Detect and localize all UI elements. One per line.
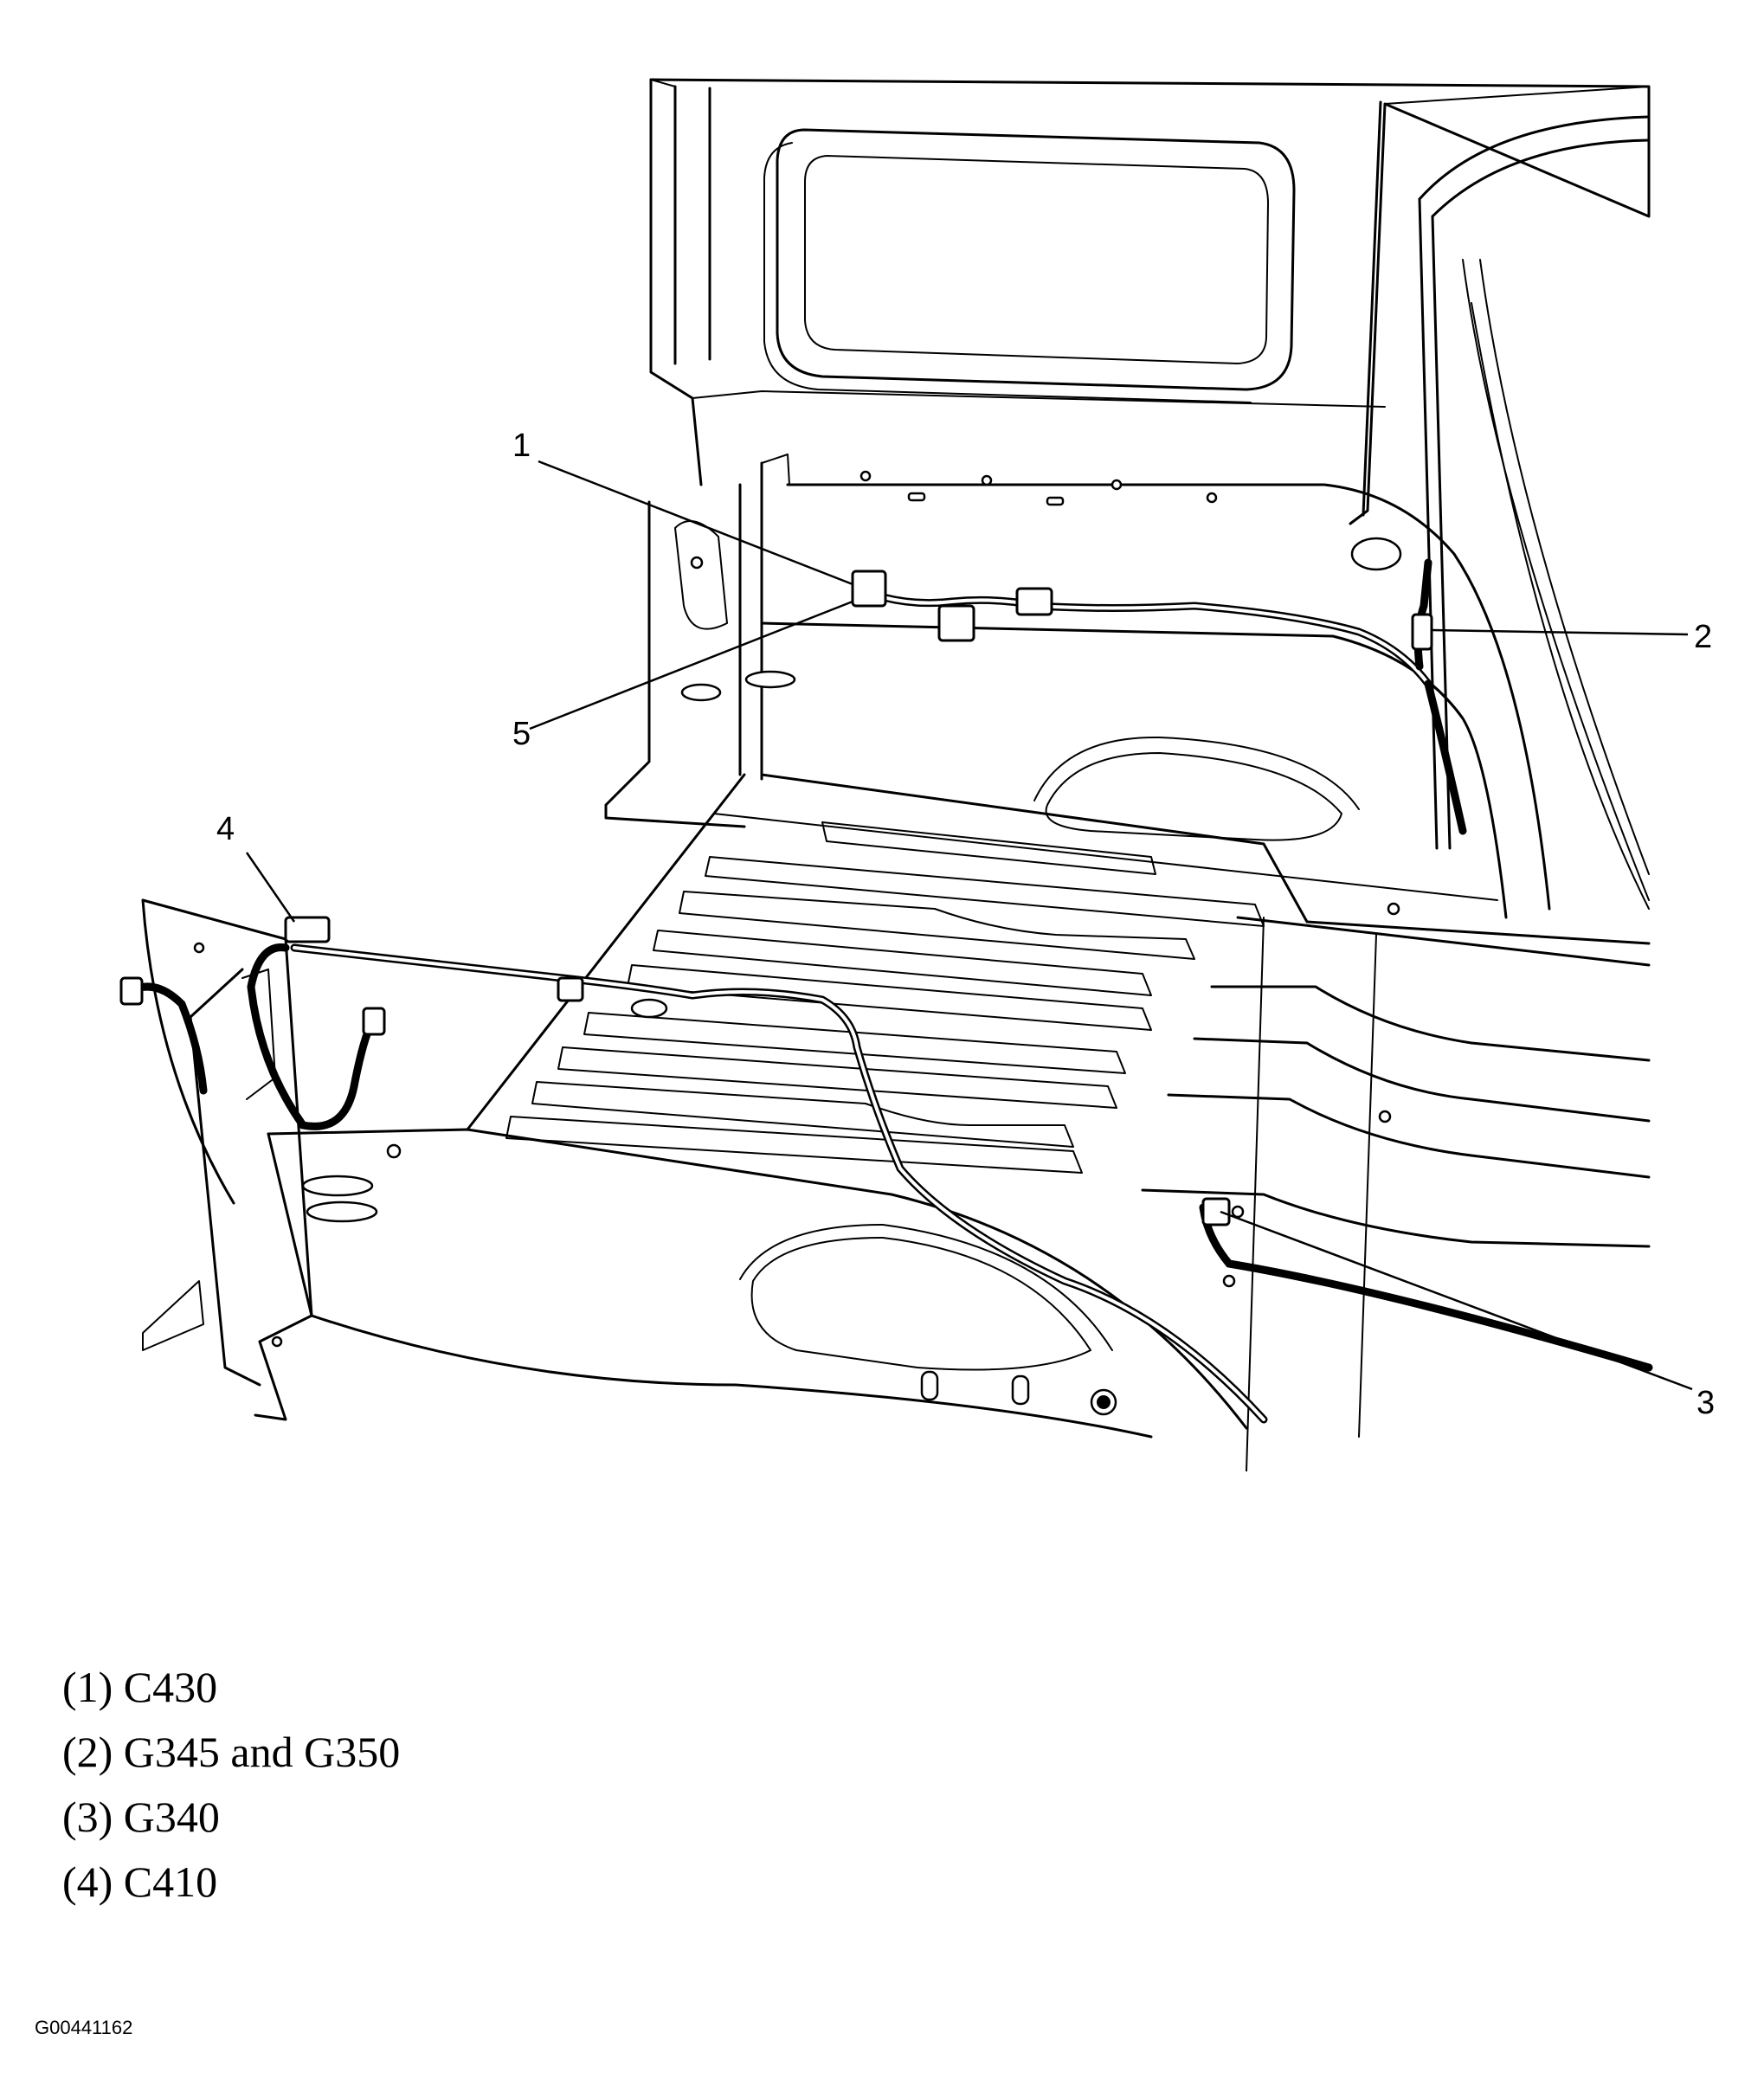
left-rear-bed-side	[267, 1128, 1248, 1439]
inline-connector-icon	[557, 976, 584, 1002]
ground-g345-g350-icon	[1411, 613, 1433, 651]
left-front-bed-side	[604, 454, 796, 828]
callout-3: 3	[1696, 1385, 1715, 1421]
bed-floor	[466, 773, 1651, 1174]
legend-item: (1) C430	[62, 1663, 218, 1711]
legend-list: (1) C430 (2) G345 and G350 (3) G340 (4) …	[62, 1655, 400, 1915]
connector-c430-icon	[851, 570, 887, 608]
legend-item: (3) G340	[62, 1793, 220, 1841]
callout-4: 4	[216, 811, 235, 847]
figure-id: G00441162	[35, 2017, 133, 2038]
door-opening	[1350, 115, 1651, 910]
right-bed-side-steps	[1141, 902, 1651, 1471]
cab-rear-wall	[649, 78, 1651, 525]
callout-leaders	[245, 460, 1693, 1391]
rear-corner-pillar	[141, 898, 313, 1421]
legend-item: (2) G345 and G350	[62, 1728, 401, 1776]
lamp-connector-icon	[119, 976, 144, 1006]
connector-c410-icon	[284, 916, 331, 943]
wiring-harness	[119, 558, 1653, 1424]
wiring-location-diagram: 1 2 3 4 5	[119, 78, 1715, 1471]
callout-1: 1	[512, 428, 531, 464]
connector-icon	[1015, 587, 1053, 616]
front-bulkhead-wheelhouse	[760, 470, 1551, 919]
callout-2: 2	[1694, 619, 1712, 655]
harness-clip-icon	[937, 604, 975, 642]
callout-5: 5	[512, 716, 531, 752]
lamp-connector-icon	[362, 1007, 386, 1036]
rear-window	[763, 128, 1296, 403]
legend-item: (4) C410	[62, 1857, 218, 1906]
ground-g340-icon	[1201, 1197, 1231, 1226]
